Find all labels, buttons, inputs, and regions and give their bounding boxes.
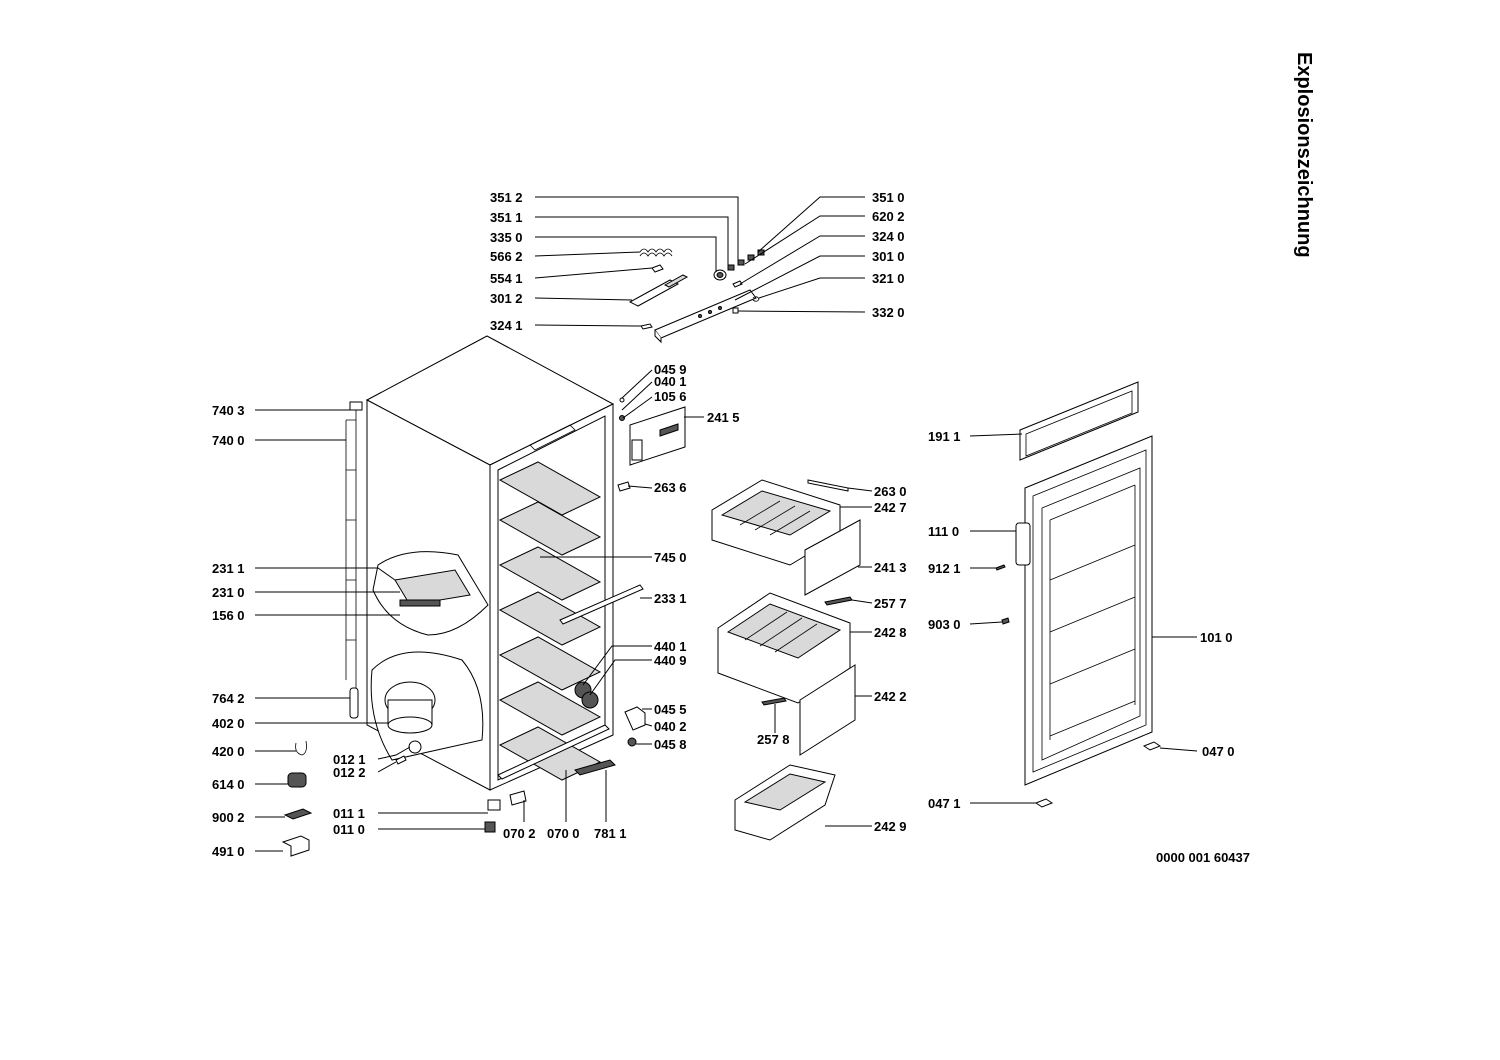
label-242-2: 242 2: [874, 689, 907, 704]
door: [995, 381, 1162, 808]
label-242-8: 242 8: [874, 625, 907, 640]
label-491-0: 491 0: [212, 844, 245, 859]
label-241-3: 241 3: [874, 560, 907, 575]
label-324-0: 324 0: [872, 229, 905, 244]
label-257-8: 257 8: [757, 732, 790, 747]
label-740-3: 740 3: [212, 403, 245, 418]
label-045-9: 045 9: [654, 362, 687, 377]
label-263-6: 263 6: [654, 480, 687, 495]
label-740-0: 740 0: [212, 433, 245, 448]
label-335-0: 335 0: [490, 230, 523, 245]
label-554-1: 554 1: [490, 271, 523, 286]
label-440-1: 440 1: [654, 639, 687, 654]
electrical-parts: [281, 687, 616, 857]
cabinet-side-parts: [559, 397, 686, 747]
part-labels: 351 2 351 1 335 0 566 2 554 1 301 2 324 …: [212, 190, 1235, 859]
label-242-7: 242 7: [874, 500, 907, 515]
label-045-5: 045 5: [654, 702, 687, 717]
diagram-title: Explosionszeichnung: [1293, 52, 1315, 258]
label-321-0: 321 0: [872, 271, 905, 286]
label-900-2: 900 2: [212, 810, 245, 825]
label-402-0: 402 0: [212, 716, 245, 731]
label-105-6: 105 6: [654, 389, 687, 404]
label-614-0: 614 0: [212, 777, 245, 792]
label-781-1: 781 1: [594, 826, 627, 841]
label-231-1: 231 1: [212, 561, 245, 576]
label-440-9: 440 9: [654, 653, 687, 668]
label-745-0: 745 0: [654, 550, 687, 565]
leader-lines: [255, 196, 1198, 852]
freezer-drawers: [711, 479, 861, 841]
label-231-0: 231 0: [212, 585, 245, 600]
label-241-5: 241 5: [707, 410, 740, 425]
label-351-0: 351 0: [872, 190, 905, 205]
label-263-0: 263 0: [874, 484, 907, 499]
label-324-1: 324 1: [490, 318, 523, 333]
label-764-2: 764 2: [212, 691, 245, 706]
label-620-2: 620 2: [872, 209, 905, 224]
wire-shelves: [498, 461, 602, 781]
label-012-2: 012 2: [333, 765, 366, 780]
label-070-0: 070 0: [547, 826, 580, 841]
label-351-2: 351 2: [490, 190, 523, 205]
label-566-2: 566 2: [490, 249, 523, 264]
label-111-0: 111 0: [928, 524, 959, 539]
label-040-1: 040 1: [654, 374, 687, 389]
label-045-8: 045 8: [654, 737, 687, 752]
label-912-1: 912 1: [928, 561, 961, 576]
label-040-2: 040 2: [654, 719, 687, 734]
label-012-1: 012 1: [333, 752, 366, 767]
label-420-0: 420 0: [212, 744, 245, 759]
label-301-0: 301 0: [872, 249, 905, 264]
label-047-1: 047 1: [928, 796, 961, 811]
document-number: 0000 001 60437: [1156, 850, 1250, 865]
evaporator: [372, 551, 489, 636]
label-047-0: 047 0: [1202, 744, 1235, 759]
label-351-1: 351 1: [490, 210, 523, 225]
label-242-9: 242 9: [874, 819, 907, 834]
label-070-2: 070 2: [503, 826, 536, 841]
label-011-1: 011 1: [333, 806, 365, 821]
label-903-0: 903 0: [928, 617, 961, 632]
label-257-7: 257 7: [874, 596, 907, 611]
condenser: [345, 401, 363, 690]
label-191-1: 191 1: [928, 429, 961, 444]
compressor: [370, 651, 484, 765]
label-011-0: 011 0: [333, 822, 365, 837]
label-101-0: 101 0: [1200, 630, 1233, 645]
label-233-1: 233 1: [654, 591, 687, 606]
label-156-0: 156 0: [212, 608, 245, 623]
label-301-2: 301 2: [490, 291, 523, 306]
label-332-0: 332 0: [872, 305, 905, 320]
control-panel-parts: [628, 248, 765, 344]
